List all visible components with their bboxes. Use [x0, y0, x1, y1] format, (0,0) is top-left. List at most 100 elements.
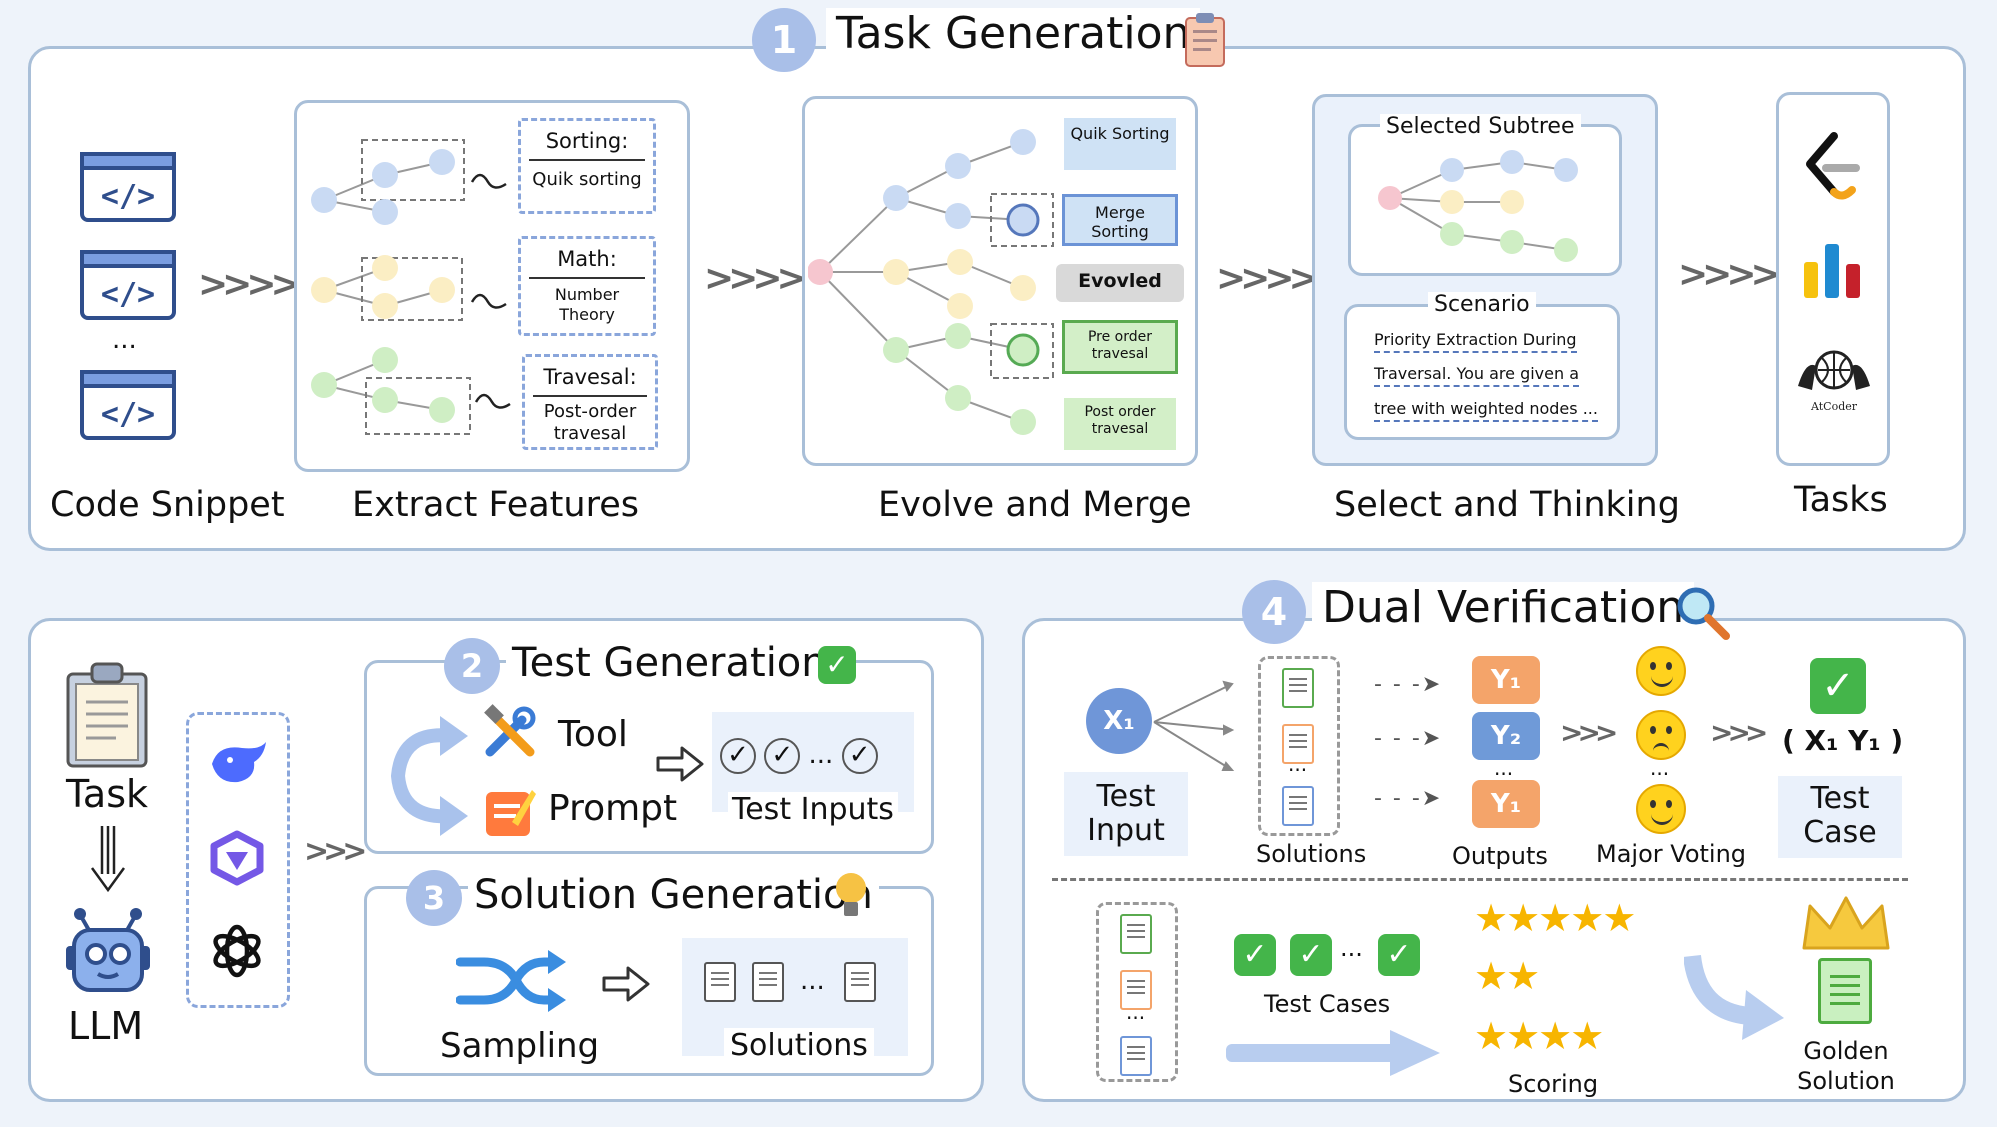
dashed-arrow: - - -➤	[1374, 786, 1443, 811]
cycle-arrows-icon	[390, 716, 468, 836]
scenario-line: Traversal. You are given a	[1374, 364, 1580, 387]
shuffle-icon	[456, 950, 566, 1012]
document-icon	[752, 962, 784, 1002]
scenario-title: Scenario	[1428, 292, 1536, 317]
tool-icon	[484, 704, 536, 757]
leetcode-logo-icon	[1806, 132, 1860, 200]
test-case-pair: ( X₁ Y₁ )	[1782, 724, 1904, 757]
document-icon-green	[1120, 914, 1152, 954]
check-icon: ✓	[1290, 934, 1332, 976]
document-icon-orange	[1282, 724, 1314, 764]
solutions-dashed-box	[1258, 656, 1340, 836]
feature-box-travesal: Travesal: Post-order travesal	[522, 354, 658, 450]
golden-line: Golden	[1803, 1037, 1889, 1065]
output-y-box: Y₁	[1472, 780, 1540, 828]
scenario-line: tree with weighted nodes ...	[1374, 399, 1598, 422]
test-case-line: Test	[1810, 781, 1870, 816]
output-y-box: Y₂	[1472, 712, 1540, 760]
test-input-checks: ✓ ✓ ... ✓	[720, 738, 878, 774]
crown-icon	[1802, 896, 1890, 950]
flow-arrows: >>>>	[198, 264, 301, 305]
ellipsis: ...	[800, 966, 825, 996]
ellipsis: ...	[1494, 756, 1514, 780]
llm-providers-box	[186, 712, 290, 1008]
star-icon: ★	[1538, 1014, 1572, 1058]
test-case-line: Case	[1803, 815, 1877, 850]
big-right-arrow	[1226, 1030, 1440, 1076]
star-icon: ★	[1506, 954, 1540, 998]
flow-arrows: >>>	[304, 834, 367, 869]
section-title: Dual Verification	[1312, 582, 1695, 633]
section-number-badge: 3	[406, 870, 462, 926]
evolve-label-pre-order: Pre order travesal	[1062, 320, 1178, 374]
section-title: Solution Generation	[468, 872, 879, 918]
star-icon: ★	[1538, 896, 1572, 940]
document-icon-blue	[1120, 1036, 1152, 1076]
code-window-icon: </>	[80, 250, 176, 320]
code-snippet-caption: Code Snippet	[50, 485, 285, 525]
codeforces-logo-icon	[1804, 244, 1860, 298]
right-arrow-icon	[656, 746, 704, 782]
evolve-label-evovled: Evovled	[1056, 264, 1184, 302]
scenario-line: Priority Extraction During	[1374, 330, 1577, 353]
right-arrow-icon	[602, 966, 650, 1002]
section-title: Test Generation	[506, 640, 833, 686]
check-icon: ✓	[1234, 934, 1276, 976]
scenario-box	[1344, 304, 1620, 440]
task-clipboard-icon	[66, 662, 148, 768]
evolve-tree-graphic	[808, 129, 1054, 435]
happy-face-icon	[1636, 784, 1686, 834]
scoring-caption: Scoring	[1508, 1070, 1599, 1098]
svg-text:</>: </>	[101, 179, 155, 214]
document-icon-green	[1282, 668, 1314, 708]
down-arrow-icon	[90, 826, 126, 893]
qwen-logo-icon	[210, 830, 264, 886]
test-case-label-box: Test Case	[1778, 776, 1902, 858]
output-y-box: Y₁	[1472, 656, 1540, 704]
star-icon: ★	[1602, 896, 1636, 940]
dashed-arrow: - - -➤	[1374, 726, 1443, 751]
ellipsis: ...	[1288, 752, 1308, 776]
star-icon: ★	[1474, 1014, 1508, 1058]
test-input-label-box: Test Input	[1064, 772, 1188, 856]
atcoder-text: AtCoder	[1810, 400, 1858, 413]
evolve-label-quik-sorting: Quik Sorting	[1064, 118, 1176, 170]
feature-body: Quik sorting	[532, 169, 642, 190]
section-number-badge: 2	[444, 638, 500, 694]
llm-caption: LLM	[68, 1004, 144, 1048]
robot-icon	[66, 908, 150, 992]
star-icon: ★	[1570, 1014, 1604, 1058]
outputs-caption: Outputs	[1452, 842, 1548, 870]
feature-box-math: Math: Number Theory	[518, 236, 656, 336]
prompt-icon	[486, 790, 536, 836]
check-icon: ✓	[1378, 934, 1420, 976]
section-number-badge: 1	[752, 8, 816, 72]
evolve-label-merge-sorting: Merge Sorting	[1062, 194, 1178, 246]
feature-tree-graphic	[311, 139, 511, 435]
check-icon: ✓	[1810, 658, 1866, 714]
golden-document-icon	[1818, 958, 1872, 1024]
svg-text:</>: </>	[101, 277, 155, 312]
ellipsis: ...	[1650, 756, 1670, 780]
deepseek-logo-icon	[212, 742, 266, 783]
curved-arrow-icon	[1684, 954, 1784, 1040]
flow-arrows: >>>>	[1216, 258, 1319, 299]
flow-arrows: >>>	[1710, 716, 1768, 749]
star-icon: ★	[1506, 1014, 1540, 1058]
divider	[1052, 878, 1908, 881]
extract-features-caption: Extract Features	[352, 485, 639, 525]
golden-line: Solution	[1797, 1067, 1895, 1095]
check-icon: ✓	[818, 646, 856, 684]
tool-caption: Tool	[558, 714, 628, 755]
document-icon	[844, 962, 876, 1002]
sad-face-icon	[1636, 710, 1686, 760]
ellipsis: ...	[112, 325, 137, 355]
openai-logo-icon	[213, 924, 261, 978]
feature-body: Number Theory	[554, 285, 620, 324]
selected-subtree-title: Selected Subtree	[1380, 114, 1581, 139]
feature-title: Math:	[529, 247, 645, 279]
evolve-label-post-order: Post order travesal	[1064, 398, 1176, 450]
check-circle-icon: ✓	[764, 738, 801, 774]
magnifier-icon	[1677, 587, 1730, 640]
selected-subtree-graphic	[1378, 150, 1578, 262]
